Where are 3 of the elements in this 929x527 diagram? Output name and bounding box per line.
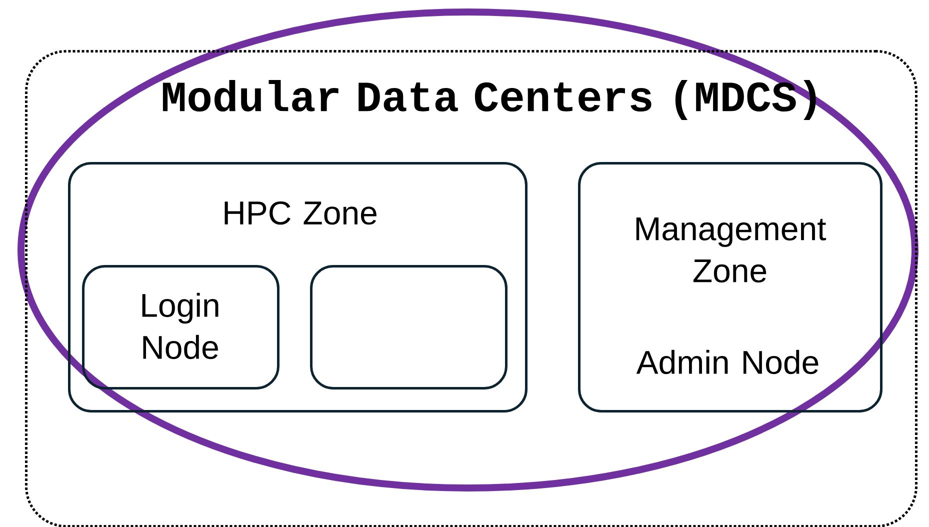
zone-box: Management Zone Admin Node <box>578 162 882 412</box>
node-box: Login Node <box>82 265 280 390</box>
node-box <box>310 265 508 390</box>
